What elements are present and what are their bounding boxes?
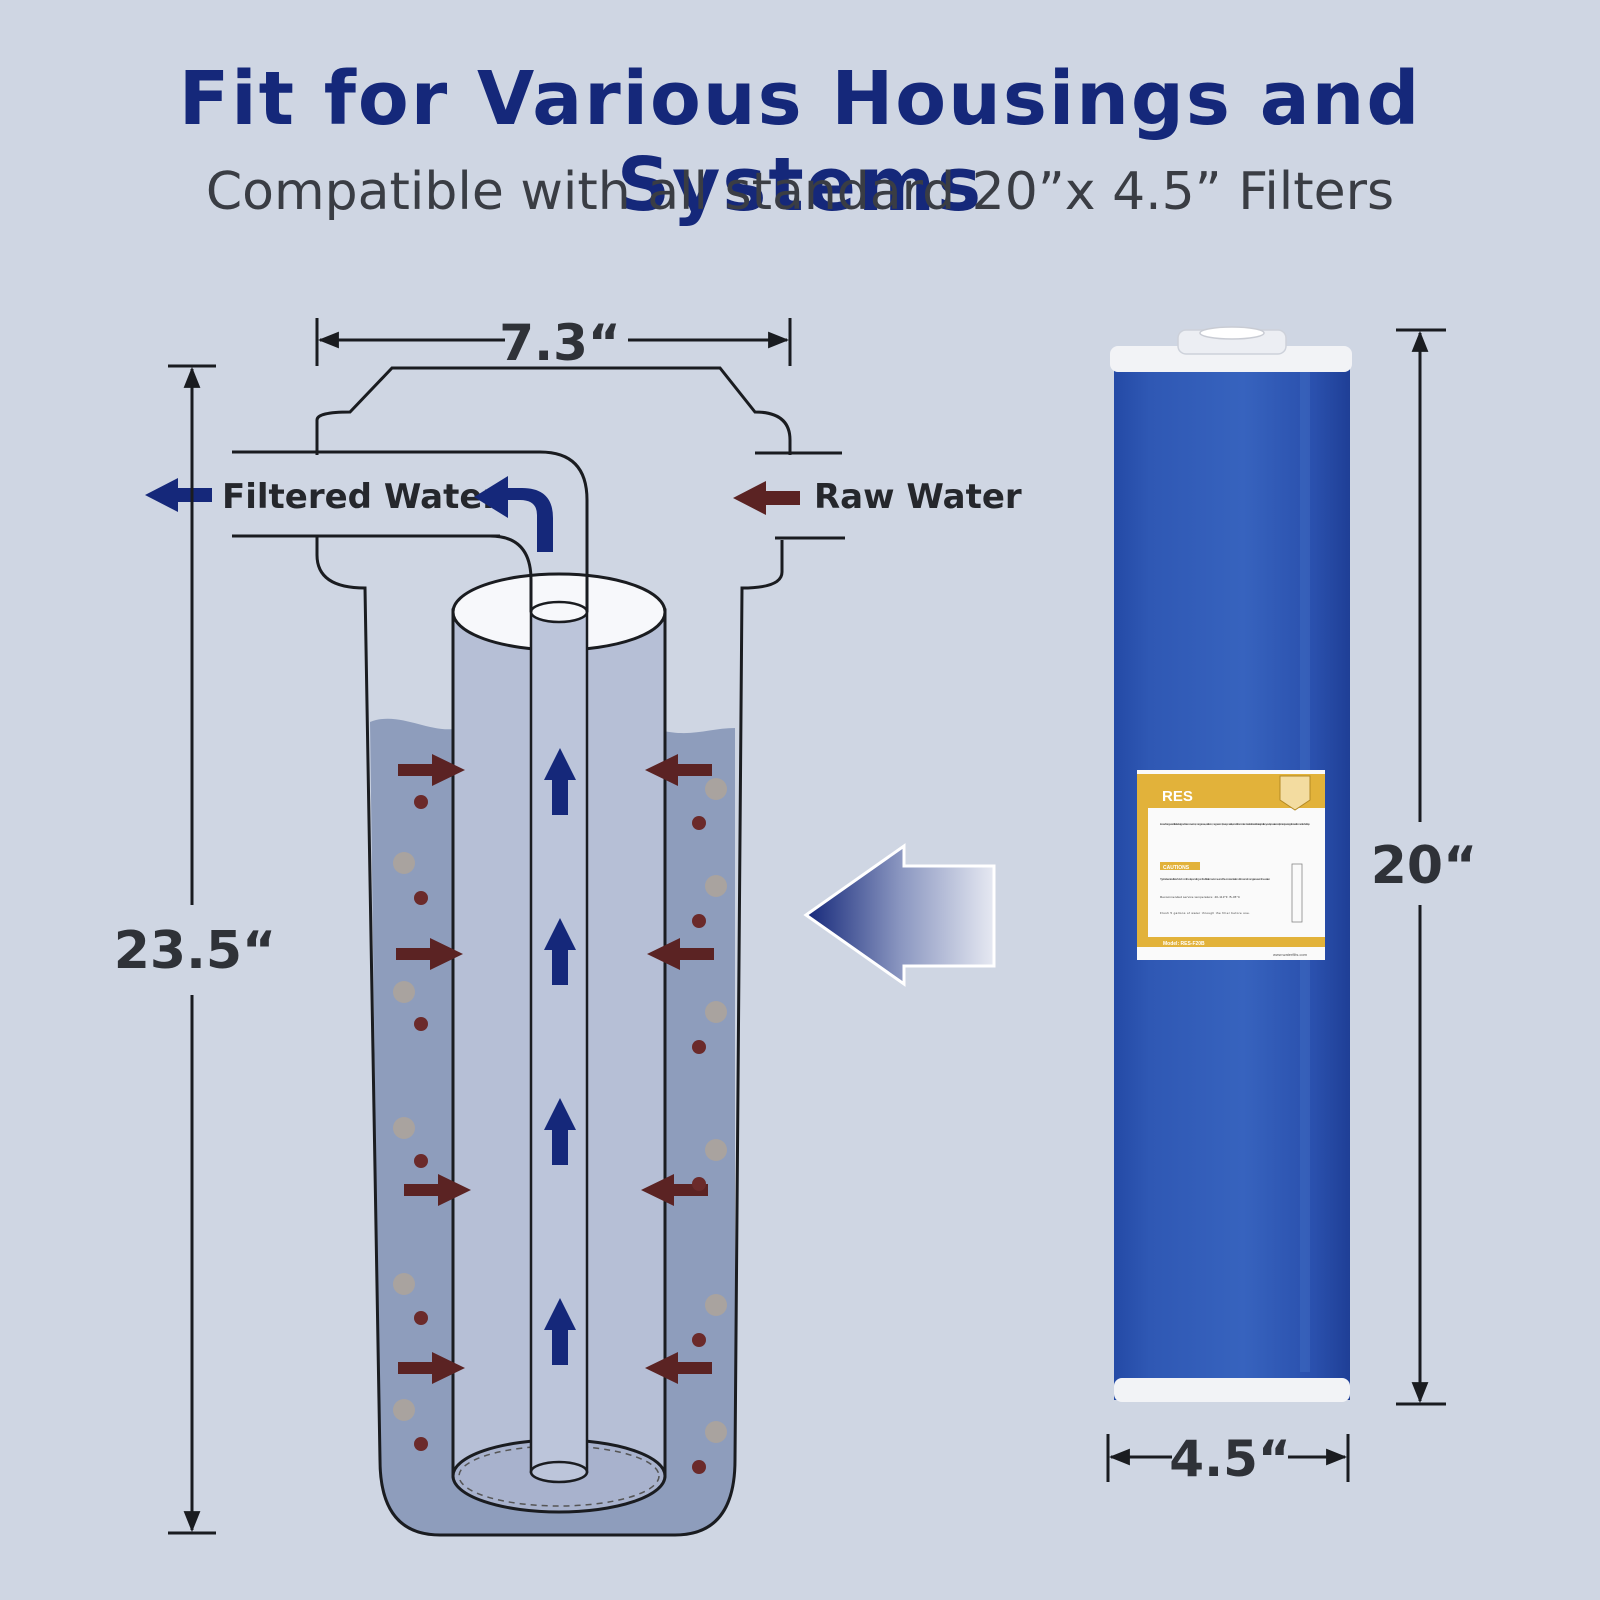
outlet-turn-arrow-icon: [474, 476, 553, 552]
right-arrow-icon: [404, 1174, 471, 1206]
filtered-water-label: Filtered Water: [222, 477, 499, 517]
filter-height-value: 20“: [1371, 836, 1478, 896]
right-arrow-icon: [398, 754, 465, 786]
filter-width-value: 4.5“: [1169, 1430, 1290, 1488]
housing-width-dimension: 7.3“: [315, 314, 792, 372]
left-arrow-icon: [641, 1174, 708, 1206]
inflow-arrows: [396, 754, 714, 1384]
insert-arrow-icon: [803, 843, 996, 987]
left-arrow-icon: [647, 938, 714, 970]
up-arrow-icon: [544, 748, 576, 815]
up-arrow-icon: [544, 1098, 576, 1165]
top-end-cap: [1110, 346, 1352, 372]
bottom-end-cap: [1114, 1378, 1350, 1402]
raw-water-arrow-icon: [733, 481, 800, 515]
right-arrow-icon: [398, 1352, 465, 1384]
filter-height-dimension: 20“: [1371, 328, 1478, 1406]
right-arrow-icon: [396, 938, 463, 970]
housing-width-value: 7.3“: [499, 314, 620, 372]
label-caution-2: Recommended service temperature: 40-113°…: [1160, 895, 1241, 899]
filter-cartridge: RES Ion exchange resin filter is designe…: [1110, 326, 1352, 1402]
housing-height-value: 23.5“: [114, 921, 276, 981]
label-caution-3: Flush 5 gallons of water through the fil…: [1160, 911, 1250, 915]
filtered-water-arrow-icon: [145, 478, 212, 512]
left-arrow-icon: [645, 1352, 712, 1384]
label-description: Ion exchange resin filter is designed to…: [1160, 822, 1310, 826]
filter-width-dimension: 4.5“: [1106, 1430, 1350, 1488]
label-caution-1: Typical service life is 6-12 months depe…: [1160, 877, 1270, 881]
label-website: www.waterfilts.com: [1273, 952, 1308, 957]
up-arrow-icon: [544, 918, 576, 985]
housing-outline: [315, 366, 792, 1537]
page-title: Fit for Various Housings and Systems: [178, 56, 1422, 228]
label-cartridge-thumbnail: [1291, 863, 1303, 923]
raw-water-label: Raw Water: [814, 477, 1022, 517]
label-cautions-heading: CAUTIONS: [1163, 865, 1190, 871]
housing-height-dimension: 23.5“: [114, 364, 276, 1535]
contaminant-particles: [393, 778, 727, 1474]
brand-badge-icon: [1279, 775, 1311, 811]
housing-diagram: Filtered Water Raw Water 7.3“ 23.5“: [114, 314, 1022, 1537]
page-subtitle: Compatible with all standard 20”x 4.5” F…: [205, 162, 1395, 222]
label-model: Model: RES-F20B: [1163, 941, 1205, 947]
label-title: RES: [1162, 788, 1193, 805]
up-arrow-icon: [544, 1298, 576, 1365]
left-arrow-icon: [645, 754, 712, 786]
upflow-arrows: [544, 748, 576, 1365]
product-label: RES Ion exchange resin filter is designe…: [1137, 770, 1325, 960]
